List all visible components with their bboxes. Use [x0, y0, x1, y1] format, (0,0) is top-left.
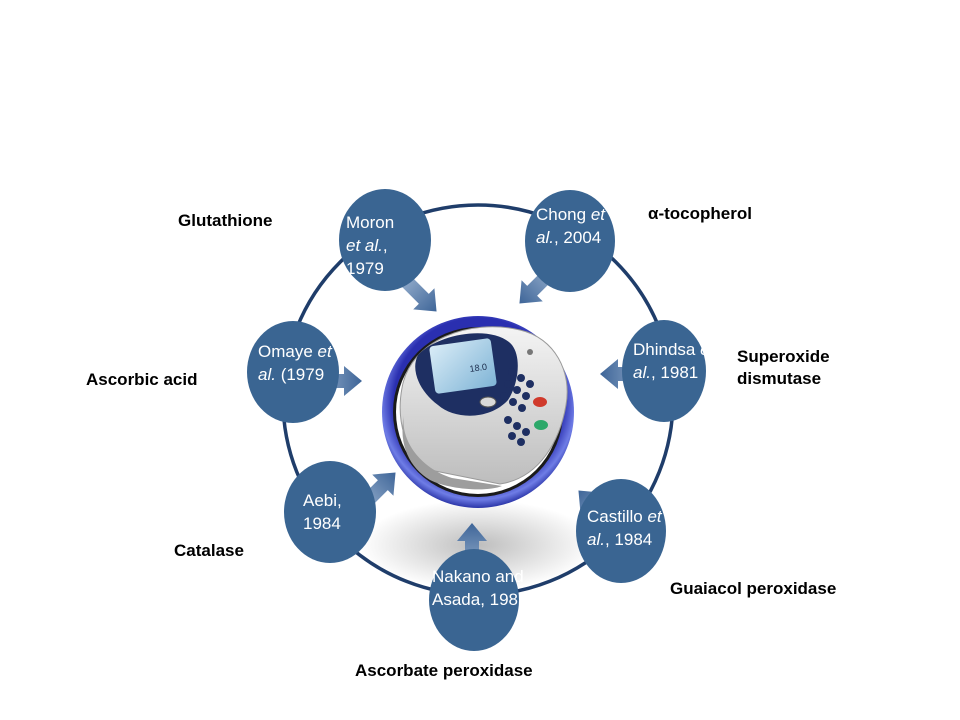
citation-line: Omaye et	[258, 340, 332, 363]
citation-segment: Nakano and	[432, 567, 524, 586]
label-guaiacol: Guaiacol peroxidase	[670, 579, 837, 598]
label-sod: Superoxide dismutase	[737, 346, 830, 390]
citation-segment: et	[700, 340, 715, 359]
node-sod	[622, 320, 706, 422]
citation-segment: , 2004	[553, 228, 602, 247]
citation-segment: , 1984	[604, 530, 653, 549]
node-catalase	[284, 461, 376, 563]
citation-segment: et	[647, 507, 662, 526]
arrow-apx	[457, 523, 487, 567]
citation-segment: al.	[587, 530, 605, 549]
citation-segment: et	[590, 205, 606, 224]
citation-segment: Aebi,	[303, 491, 342, 510]
arrow-sod	[600, 359, 644, 389]
citation-line: et al.,	[346, 234, 394, 257]
citation-segment: 1979	[346, 259, 384, 278]
citation-segment: Asada, 1981	[432, 590, 528, 609]
citation-line: Aebi,	[303, 489, 342, 512]
center-instrument: 18.0	[382, 316, 574, 508]
citation-line: 1979	[346, 257, 394, 280]
label-tocopherol: α-tocopherol	[648, 204, 752, 223]
nodes	[247, 189, 706, 651]
instrument-screen	[429, 338, 497, 394]
node-ascorbic	[247, 321, 339, 423]
spectrophotometer-image: 18.0	[399, 326, 568, 490]
arrow-glutathione	[400, 275, 437, 312]
citation-line: Castillo et	[587, 505, 662, 528]
instrument-screen-value: 18.0	[469, 362, 488, 374]
citation-segment: , 1981	[650, 363, 699, 382]
node-guaiacol	[576, 479, 666, 583]
citation-segment: (1979	[275, 365, 325, 384]
citation-line: Nakano and	[432, 565, 527, 588]
label-ascorbic: Ascorbic acid	[86, 370, 198, 389]
citation-line: al., 1981	[633, 361, 714, 384]
label-sod-line-1: Superoxide	[737, 347, 830, 366]
citation-line: al., 1984	[587, 528, 662, 551]
node-apx	[429, 549, 519, 651]
label-glutathione: Glutathione	[178, 211, 273, 230]
citation-line: Dhindsa et	[633, 338, 714, 361]
citation-segment: 1984	[303, 514, 341, 533]
citation-line: al. (1979	[258, 363, 332, 386]
citation-segment: al.	[633, 363, 651, 382]
citation-line: Moron	[346, 211, 394, 234]
citation-catalase: Aebi, 1984	[303, 489, 342, 535]
label-sod-line-2: dismutase	[737, 369, 822, 388]
node-glutathione	[339, 189, 431, 291]
citation-line: Chong et	[536, 203, 605, 226]
citation-segment: Moron	[346, 213, 395, 232]
citation-line: Asada, 1981	[432, 588, 527, 611]
citation-segment: Castillo	[587, 507, 648, 526]
citation-line: 1984	[303, 512, 342, 535]
citation-segment: et al.	[346, 236, 383, 255]
citation-segment: et	[317, 342, 332, 361]
citation-segment: Dhindsa	[633, 340, 701, 359]
label-catalase: Catalase	[174, 541, 244, 560]
citation-segment: al.	[536, 228, 554, 247]
label-apx: Ascorbate peroxidase	[355, 661, 533, 680]
citation-segment: Chong	[536, 205, 591, 224]
node-tocopherol	[525, 190, 615, 292]
citation-line: al., 2004	[536, 226, 605, 249]
citation-segment: al.	[258, 365, 276, 384]
arrow-ascorbic	[318, 366, 362, 396]
citation-segment: ,	[382, 236, 388, 255]
citation-segment: Omaye	[258, 342, 318, 361]
citation-glutathione: Moron et al., 1979	[346, 211, 394, 280]
